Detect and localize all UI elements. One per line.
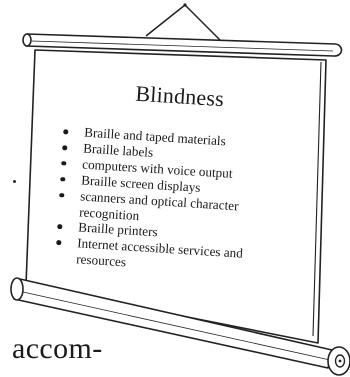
assistive-technology-list: Braille and taped materials Braille labe… (52, 123, 296, 281)
stray-mark (13, 180, 16, 183)
scroll-edge-line (312, 61, 322, 337)
hanging-hook (183, 3, 187, 7)
page-text-fragment: accom- (12, 332, 103, 365)
top-roller (22, 33, 343, 57)
hanging-string (145, 4, 223, 43)
poster-content: Blindness Braille and taped materials Br… (30, 72, 316, 350)
bottom-roller (10, 277, 350, 376)
